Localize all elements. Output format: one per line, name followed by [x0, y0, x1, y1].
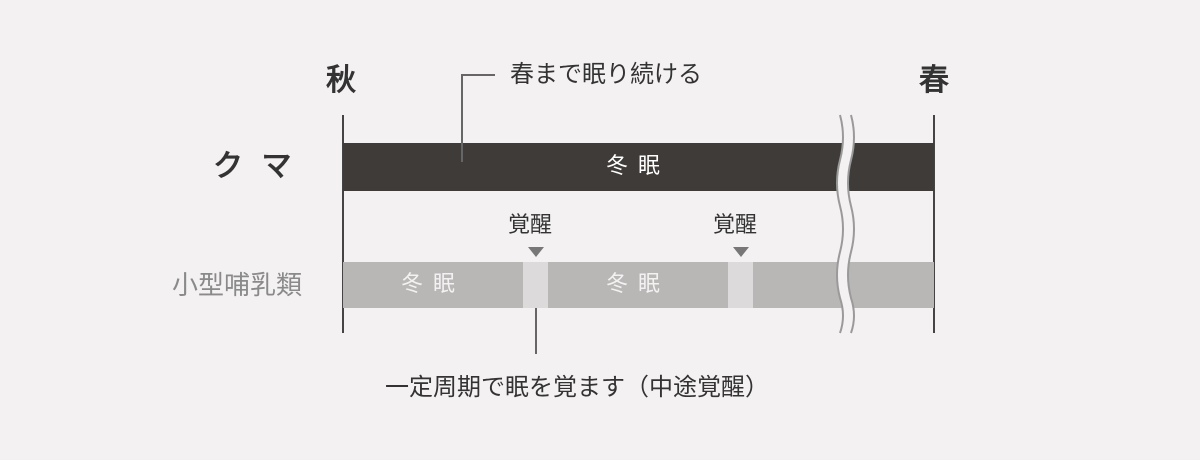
bear-bar-text: 冬眠: [606, 154, 671, 179]
season-autumn-label: 秋: [326, 63, 356, 98]
wake-marker-2: [733, 247, 749, 257]
bear-hibernation-bar: [343, 143, 934, 191]
small-segment-text-2: 冬眠: [606, 272, 671, 297]
wake-gap-1: [523, 262, 548, 308]
time-break-right: [847, 114, 855, 334]
wake-gap-2: [728, 262, 753, 308]
small-mammal-row-label: 小型哺乳類: [172, 271, 303, 301]
small-mammal-segment-2: [548, 262, 728, 308]
time-break-fill: [837, 115, 854, 333]
bear-row-label: ク マ: [213, 149, 296, 184]
wake-marker-1: [528, 247, 544, 257]
season-spring-label: 春: [919, 63, 949, 98]
small-segment-text-1: 冬眠: [401, 272, 466, 297]
bear-note-leader: [461, 74, 495, 162]
wake-label-1: 覚醒: [508, 213, 553, 238]
small-mammal-segment-1: [343, 262, 523, 308]
wake-label-2: 覚醒: [713, 213, 758, 238]
time-break-left: [836, 114, 844, 334]
bear-note: 春まで眠り続ける: [510, 60, 702, 88]
small-mammal-note: 一定周期で眠を覚ます（中途覚醒）: [385, 373, 769, 401]
